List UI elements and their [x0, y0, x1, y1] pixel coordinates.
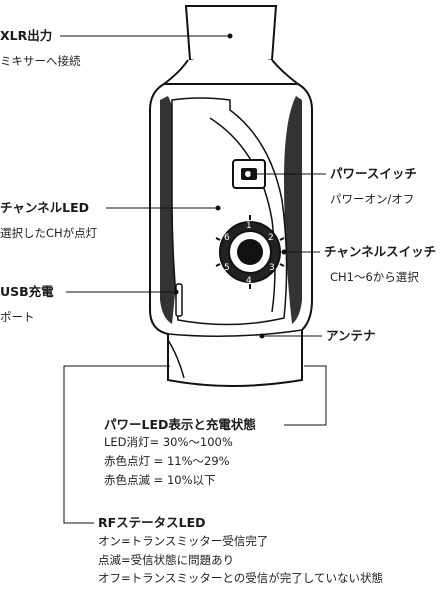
rf-status-line-3: オフ=トランスミッターとの受信が完了していない状態: [98, 571, 383, 585]
power-led-line-1: LED消灯= 30%～100%: [104, 435, 233, 449]
power-led-title: パワーLED表示と充電状態: [104, 417, 256, 432]
xlr-title: XLR出力: [0, 28, 53, 43]
channel-led-desc: 選択したCHが点灯: [0, 226, 98, 240]
usb-title: USB充電: [0, 284, 54, 299]
channel-switch-desc: CH1～6から選択: [330, 270, 419, 284]
antenna: [167, 339, 185, 379]
dial-number-5: 5: [224, 263, 230, 273]
channel-led-title: チャンネルLED: [0, 200, 90, 215]
dial-number-1: 1: [246, 221, 252, 231]
rf-status-line-2: 点滅=受信状態に問題あり: [98, 553, 235, 567]
rf-status-title: RFステータスLED: [98, 515, 206, 530]
rf-status-line-1: オン=トランスミッター受信完了: [98, 534, 269, 548]
dial-number-4: 4: [246, 276, 252, 286]
antenna-title: アンテナ: [326, 328, 376, 343]
xlr-desc: ミキサーへ接続: [0, 54, 81, 68]
channel-switch-title: チャンネルスイッチ: [324, 244, 437, 259]
usb-port: [175, 283, 183, 317]
dial-number-2: 2: [268, 233, 274, 243]
power-switch-desc: パワーオン/オフ: [330, 192, 415, 206]
dial-number-6: 6: [224, 233, 230, 243]
power-led-line-2: 赤色点灯 = 11%～29%: [104, 454, 230, 468]
dial-number-3: 3: [269, 263, 275, 273]
power-switch-title: パワースイッチ: [330, 166, 417, 181]
power-led-line-3: 赤色点滅 = 10%以下: [104, 473, 216, 487]
usb-desc: ポート: [0, 310, 35, 324]
